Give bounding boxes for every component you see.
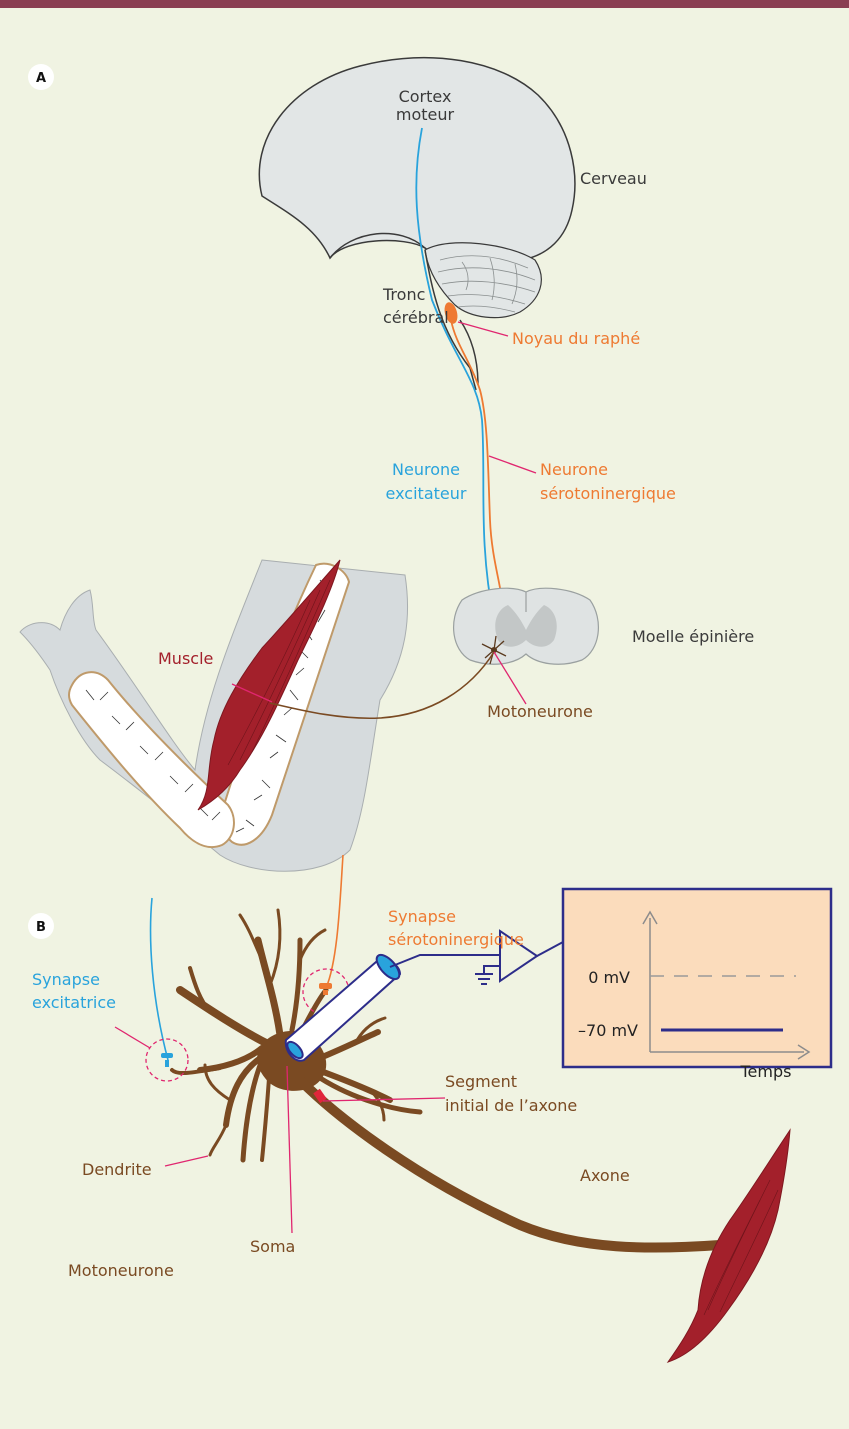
label-noyau-raphe: Noyau du raphé <box>512 329 640 348</box>
label-motoneurone-a: Motoneurone <box>487 702 593 721</box>
label-neurone-serotoninergique-line2: sérotoninergique <box>540 484 676 503</box>
label-segment-line2: initial de l’axone <box>445 1096 577 1115</box>
oscilloscope-zero-mv-label: 0 mV <box>588 968 630 987</box>
serotonergic-synapse-button <box>319 983 332 989</box>
label-synapse-serotoninergique-line2: sérotoninergique <box>388 930 524 949</box>
excitatory-synapse-spine <box>165 1060 169 1067</box>
label-axone: Axone <box>580 1166 630 1185</box>
top-border <box>0 0 849 8</box>
label-cerveau: Cerveau <box>580 169 647 188</box>
label-synapse-serotoninergique-line1: Synapse <box>388 907 456 926</box>
serotonergic-synapse-spine <box>323 990 328 995</box>
label-tronc-line1: Tronc <box>382 285 425 304</box>
label-segment-line1: Segment <box>445 1072 517 1091</box>
oscilloscope-resting-label: –70 mV <box>578 1021 638 1040</box>
oscilloscope-time-label: Temps <box>740 1062 792 1081</box>
label-neurone-serotoninergique-line1: Neurone <box>540 460 608 479</box>
label-neurone-excitateur-line2: excitateur <box>386 484 467 503</box>
label-soma: Soma <box>250 1237 295 1256</box>
label-cortex-line1: Cortex <box>399 87 452 106</box>
label-synapse-excitatrice-line1: Synapse <box>32 970 100 989</box>
label-muscle: Muscle <box>158 649 213 668</box>
spinal-cord <box>454 588 599 664</box>
label-tronc-line2: cérébral <box>383 308 449 327</box>
panel-a-letter: A <box>36 71 46 86</box>
excitatory-synapse-button <box>161 1053 173 1058</box>
panel-b-letter: B <box>36 920 46 935</box>
label-neurone-excitateur-line1: Neurone <box>392 460 460 479</box>
label-moelle-epiniere: Moelle épinière <box>632 627 754 646</box>
oscilloscope: 0 mV –70 mV Temps <box>563 889 831 1081</box>
label-dendrite: Dendrite <box>82 1160 152 1179</box>
label-synapse-excitatrice-line2: excitatrice <box>32 993 116 1012</box>
label-motoneurone-b: Motoneurone <box>68 1261 174 1280</box>
label-cortex-line2: moteur <box>396 105 455 124</box>
